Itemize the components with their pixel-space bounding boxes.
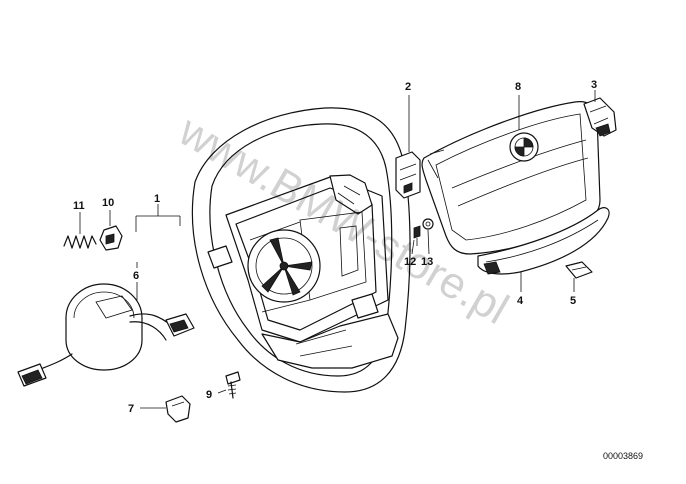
part-label-1[interactable]: 1 — [154, 193, 160, 205]
part-number-labels: 1 2 3 4 5 6 7 8 9 10 11 12 13 — [73, 79, 597, 415]
airbag-cover-part-8[interactable] — [421, 101, 601, 255]
nut-part-13[interactable] — [422, 218, 434, 230]
screw-part-12[interactable] — [413, 225, 421, 246]
switch-bracket-part-2[interactable] — [395, 151, 421, 199]
part-label-4[interactable]: 4 — [517, 295, 524, 307]
plate-part-5[interactable] — [565, 261, 593, 279]
diagram-id: 00003869 — [603, 451, 643, 461]
bracket-part-10[interactable] — [99, 225, 123, 251]
part-label-11[interactable]: 11 — [73, 200, 85, 212]
part-label-2[interactable]: 2 — [405, 81, 411, 93]
clip-part-3[interactable] — [583, 97, 617, 137]
piece-part-7[interactable] — [165, 395, 191, 423]
part-label-13[interactable]: 13 — [421, 256, 433, 268]
part-label-7[interactable]: 7 — [128, 403, 134, 415]
part-label-3[interactable]: 3 — [591, 79, 597, 91]
part-label-5[interactable]: 5 — [570, 295, 576, 307]
contact-ring-part-6[interactable] — [17, 283, 195, 387]
part-label-6[interactable]: 6 — [133, 270, 139, 282]
spring-part-11[interactable] — [63, 235, 97, 249]
part-label-9[interactable]: 9 — [206, 389, 212, 401]
part-label-12[interactable]: 12 — [404, 256, 416, 268]
part-label-8[interactable]: 8 — [515, 81, 521, 93]
bolt-part-9[interactable] — [225, 371, 241, 399]
bmw-logo-icon — [509, 132, 539, 162]
part-label-10[interactable]: 10 — [102, 197, 114, 209]
leader-lines — [79, 90, 596, 409]
trim-strip-part-4[interactable] — [477, 207, 610, 275]
steering-wheel[interactable] — [191, 107, 411, 393]
